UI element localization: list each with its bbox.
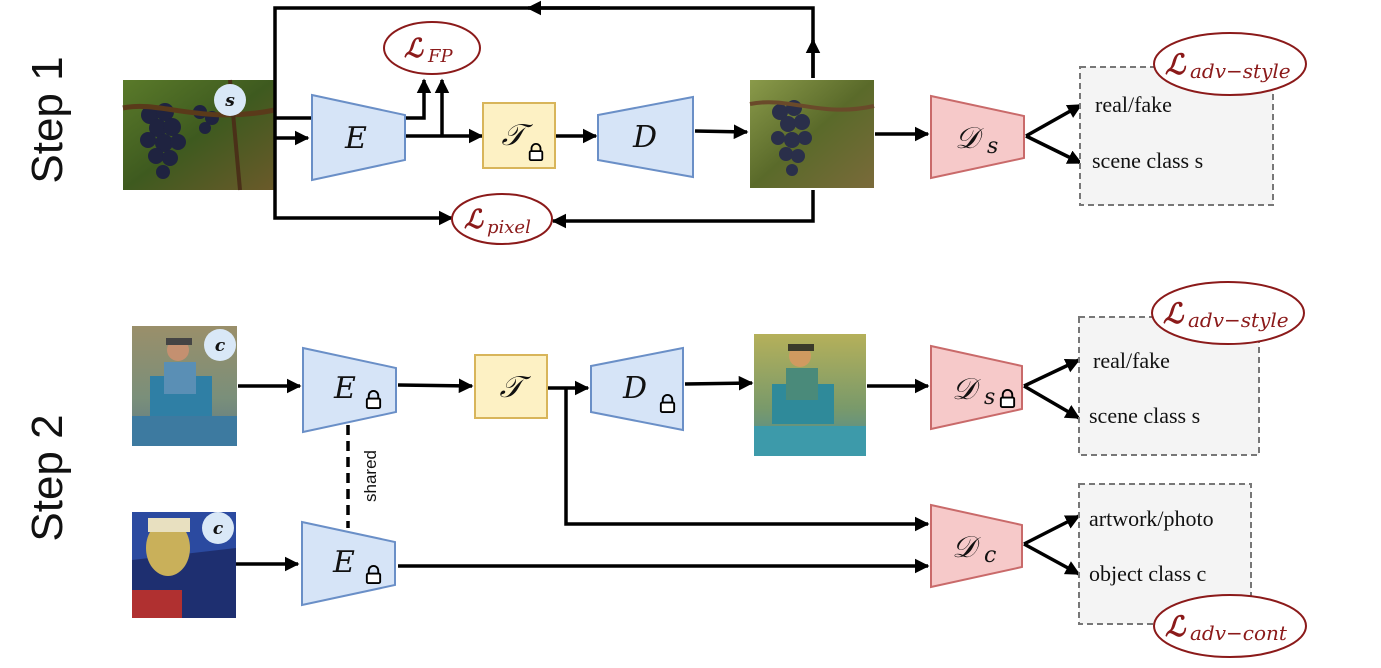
svg-text:ℒ: ℒ <box>464 205 484 235</box>
step2-loss-adv-style: ℒ adv−style <box>1151 281 1305 345</box>
svg-text:adv−cont: adv−cont <box>1190 621 1288 645</box>
arrow-disc-to-realfake <box>1025 103 1083 138</box>
step2-input-top-image <box>132 326 237 446</box>
arrow-disc-c-to-artwork <box>1023 514 1081 546</box>
step2-output-artwork: artwork/photo <box>1089 506 1214 531</box>
step2-discriminator-c: 𝒟 c <box>930 503 1023 589</box>
svg-text:adv−style: adv−style <box>1188 308 1289 332</box>
svg-text:E: E <box>332 545 355 580</box>
svg-text:D: D <box>632 120 657 155</box>
arrow-decoder-to-output-2 <box>684 375 754 391</box>
svg-text:ℒ: ℒ <box>404 34 424 64</box>
step2-discriminator-s: 𝒟 s <box>930 344 1023 431</box>
step2-decoder: D <box>590 346 684 432</box>
arrow-decoder-to-output <box>694 124 749 140</box>
arrow-disc-c-to-objectclass <box>1023 542 1081 576</box>
step1-encoder: E <box>311 93 406 182</box>
arrow-input-to-pixel <box>273 138 454 226</box>
step1-output-box: real/fake scene class s <box>1079 66 1274 206</box>
svg-text:pixel: pixel <box>487 217 531 238</box>
svg-text:s: s <box>984 385 995 410</box>
step2-output-box-content: artwork/photo object class c <box>1078 483 1252 625</box>
step1-label: Step 1 <box>23 56 72 183</box>
step1-discriminator: 𝒟 s <box>930 94 1025 180</box>
step2-input-bottom-badge: c <box>202 512 234 544</box>
svg-text:c: c <box>215 336 226 356</box>
arrow-disc-to-sceneclass <box>1025 134 1083 165</box>
step1-decoder: D <box>597 95 694 179</box>
arrow-transformer-to-disc-c <box>564 388 930 532</box>
step1-output-sceneclass: scene class s <box>1092 148 1203 173</box>
svg-text:ℒ: ℒ <box>1165 48 1187 81</box>
step2-output-image <box>754 334 866 456</box>
step2-transformer: 𝒯 <box>474 354 548 419</box>
step2-loss-adv-cont: ℒ adv−cont <box>1153 594 1307 658</box>
svg-text:s: s <box>224 91 235 111</box>
step2-encoder-top: E <box>302 346 397 434</box>
step1-input-badge: s <box>214 84 246 116</box>
step2-encoder-bottom: E <box>301 520 396 607</box>
step1-loss-fp: ℒ FP <box>383 21 481 75</box>
step2-input-top-badge: c <box>204 329 236 361</box>
svg-text:c: c <box>213 519 224 539</box>
step1-output-image <box>749 80 875 188</box>
step2-output-realfake: real/fake <box>1093 348 1170 373</box>
svg-text:c: c <box>984 543 996 568</box>
svg-text:ℒ: ℒ <box>1163 297 1185 330</box>
svg-text:s: s <box>987 134 998 159</box>
step2-output-sceneclass: scene class s <box>1089 403 1200 428</box>
step2-label: Step 2 <box>23 414 72 541</box>
step1-output-realfake: real/fake <box>1095 92 1172 117</box>
svg-text:D: D <box>622 371 647 406</box>
svg-text:ℒ: ℒ <box>1165 610 1187 643</box>
step1-input-image <box>122 79 276 191</box>
svg-text:adv−style: adv−style <box>1190 59 1291 83</box>
arrow-disc-s-to-realfake <box>1023 358 1081 388</box>
arrow-encoder-top-to-transformer <box>397 378 474 394</box>
step1-transformer: 𝒯 <box>482 102 556 169</box>
step1-loss-adv-style: ℒ adv−style <box>1153 32 1307 96</box>
arrow-disc-s-to-sceneclass <box>1023 384 1081 420</box>
svg-text:E: E <box>344 121 367 156</box>
shared-label: shared <box>361 450 380 502</box>
step1-loss-pixel: ℒ pixel <box>451 193 553 245</box>
step2-output-objectclass: object class c <box>1089 561 1207 586</box>
arrow-output-to-pixel <box>551 190 815 229</box>
svg-text:FP: FP <box>427 46 453 67</box>
svg-text:E: E <box>333 371 356 406</box>
